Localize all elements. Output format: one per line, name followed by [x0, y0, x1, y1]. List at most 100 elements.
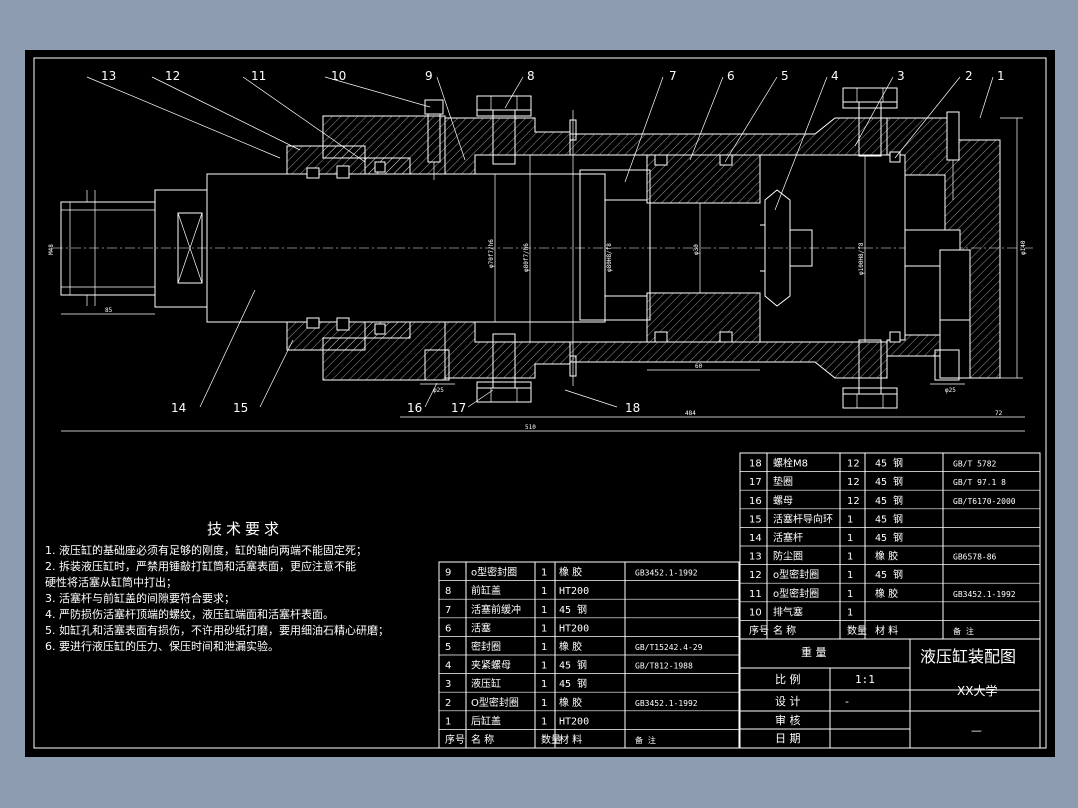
- balloon-2: 2: [965, 69, 973, 83]
- bom_left-cell: 液压缸: [471, 677, 501, 690]
- bom_left-header-cell: 数量: [541, 733, 561, 746]
- bom_left-cell: 9: [445, 568, 451, 579]
- balloon-14: 14: [171, 401, 186, 415]
- bom_right-cell: 10: [749, 607, 762, 618]
- bom_left-header-cell: 序号: [445, 733, 465, 746]
- bom_right-cell: 1: [847, 514, 853, 525]
- bom_right-cell: 防尘圈: [773, 550, 803, 563]
- bom_right-cell: 橡 胶: [875, 550, 898, 563]
- assembly-drawing: M48 φ70f7/h6 φ80f7/h6 φ80H8/f8 φ30 φ100H…: [33, 57, 1047, 749]
- bom_right-cell: 12: [847, 477, 860, 488]
- balloon-7: 7: [669, 69, 677, 83]
- barrel-top: [569, 117, 888, 156]
- bom_left-cell: 前缸盖: [471, 584, 501, 597]
- bom_left-cell: 1: [541, 623, 547, 634]
- bom_right-cell: 45 钢: [875, 475, 903, 488]
- drawing-title: 液压缸装配图: [920, 647, 1016, 666]
- dim-rod: φ70f7/h6: [488, 239, 495, 268]
- bom_left-cell: 1: [541, 605, 547, 616]
- bom_left-cell: HT200: [559, 586, 589, 597]
- bom_right-cell: 16: [749, 496, 762, 507]
- dim-gland: φ80f7/h6: [523, 243, 530, 272]
- bom_left-cell: 1: [445, 716, 451, 727]
- bom_left-header-cell: 名 称: [471, 733, 494, 746]
- balloon-15: 15: [233, 401, 248, 415]
- bom_left-cell: 2: [445, 698, 451, 709]
- cylinder-section: M48 φ70f7/h6 φ80f7/h6 φ80H8/f8 φ30 φ100H…: [48, 87, 1033, 432]
- dim-outer: φ140: [1020, 240, 1027, 255]
- bom_right-cell: 12: [847, 459, 860, 470]
- bom_right-cell: 45 钢: [875, 531, 903, 544]
- bom_right-cell: 1: [847, 570, 853, 581]
- balloon-4: 4: [831, 69, 839, 83]
- bom_right-cell: 螺母: [773, 495, 793, 507]
- balloon-13: 13: [101, 69, 116, 83]
- bom_right-cell: 螺栓M8: [773, 457, 808, 470]
- notes-title: 技术要求: [206, 520, 283, 538]
- bom_right-cell: 18: [749, 459, 762, 470]
- bom_right-cell: 17: [749, 477, 762, 488]
- title-block: 重 量 比 例 1:1 设 计 - 审 核 日 期 液压缸装配图 XX大学 —: [739, 638, 1041, 749]
- balloon-6: 6: [727, 69, 735, 83]
- bom_right-cell: 1: [847, 533, 853, 544]
- balloon-8: 8: [527, 69, 535, 83]
- bom_left-cell: 橡 胶: [559, 696, 582, 709]
- bom_left-cell: HT200: [559, 716, 589, 727]
- bom_right-header-cell: 材 料: [875, 624, 898, 637]
- dim-right: 72: [995, 410, 1003, 417]
- technical-requirements: 技术要求 1. 液压缸的基础座必须有足够的刚度，缸的轴向两端不能固定死； 2. …: [45, 518, 445, 655]
- bom_right-cell: 12: [749, 570, 762, 581]
- bom_left-cell: 45 钢: [559, 603, 587, 616]
- balloon-18: 18: [625, 401, 640, 415]
- bom_right-cell: 垫圈: [773, 475, 793, 488]
- piston-bottom: [646, 292, 761, 343]
- bom_right-header-cell: 备 注: [953, 626, 974, 636]
- bom_left-cell: 1: [541, 586, 547, 597]
- bom_right-cell: 1: [847, 552, 853, 563]
- balloon-3: 3: [897, 69, 905, 83]
- dim-thread: M48: [48, 244, 55, 255]
- bom_right-cell: 45 钢: [875, 494, 903, 507]
- bolt-bottom-left: [476, 333, 532, 403]
- barrel-bottom: [569, 341, 888, 379]
- note-item-4: 3. 活塞杆与前缸盖的间隙要符合要求；: [45, 592, 235, 605]
- barrel-flange-left-bottom: [444, 321, 571, 379]
- note-item-7: 6. 要进行液压缸的压力、保压时间和泄漏实验。: [45, 640, 279, 653]
- bom_right-cell: 排气塞: [773, 605, 803, 618]
- balloon-11: 11: [251, 69, 266, 83]
- bom_left-cell: 后缸盖: [471, 714, 501, 727]
- bom_right-cell: GB/T 97.1 8: [953, 478, 1006, 487]
- school-name: XX大学: [957, 683, 997, 698]
- balloon-1: 1: [997, 69, 1005, 83]
- balloon-17: 17: [451, 401, 466, 415]
- bom_right-cell: 活塞杆导向环: [773, 512, 833, 525]
- dim-port-left: φ25: [433, 387, 444, 394]
- note-item-3: 硬性将活塞从缸筒中打出；: [45, 576, 177, 589]
- bom_left-cell: 活塞前缓冲: [471, 603, 521, 616]
- bom_left-cell: 8: [445, 586, 451, 597]
- bom_right-cell: o型密封圈: [773, 587, 819, 600]
- dim-bore: φ100H8/f8: [858, 242, 865, 275]
- bolt-bottom-right: [842, 339, 898, 409]
- bom_left-cell: GB/T15242.4-29: [635, 643, 703, 652]
- balloon-numbers: 13 12 11 10 9 8 7 6 5 4 3 2 1 14 15 16 1…: [101, 69, 1005, 415]
- bom_left-cell: 7: [445, 605, 451, 616]
- title-design-value: -: [845, 695, 849, 708]
- rod-wrench-flat: [154, 189, 208, 308]
- bom_left-cell: 1: [541, 642, 547, 653]
- bom_left-cell: 5: [445, 642, 451, 653]
- bom_left-cell: 1: [541, 716, 547, 727]
- front-cover-top: [322, 115, 446, 175]
- bom_left-cell: 45 钢: [559, 659, 587, 672]
- bom_right-cell: o型密封圈: [773, 568, 819, 581]
- lock-nut: [764, 189, 791, 307]
- note-item-1: 1. 液压缸的基础座必须有足够的刚度，缸的轴向两端不能固定死；: [45, 544, 367, 557]
- bom_right-header-cell: 数量: [847, 624, 867, 637]
- bom_left-cell: GB3452.1-1992: [635, 569, 698, 578]
- bom_left-cell: 夹紧螺母: [471, 659, 511, 672]
- dim-gap: 60: [695, 363, 703, 370]
- title-scale-label: 比 例: [775, 672, 801, 686]
- balloon-9: 9: [425, 69, 433, 83]
- bom_left-cell: 密封圈: [471, 640, 501, 653]
